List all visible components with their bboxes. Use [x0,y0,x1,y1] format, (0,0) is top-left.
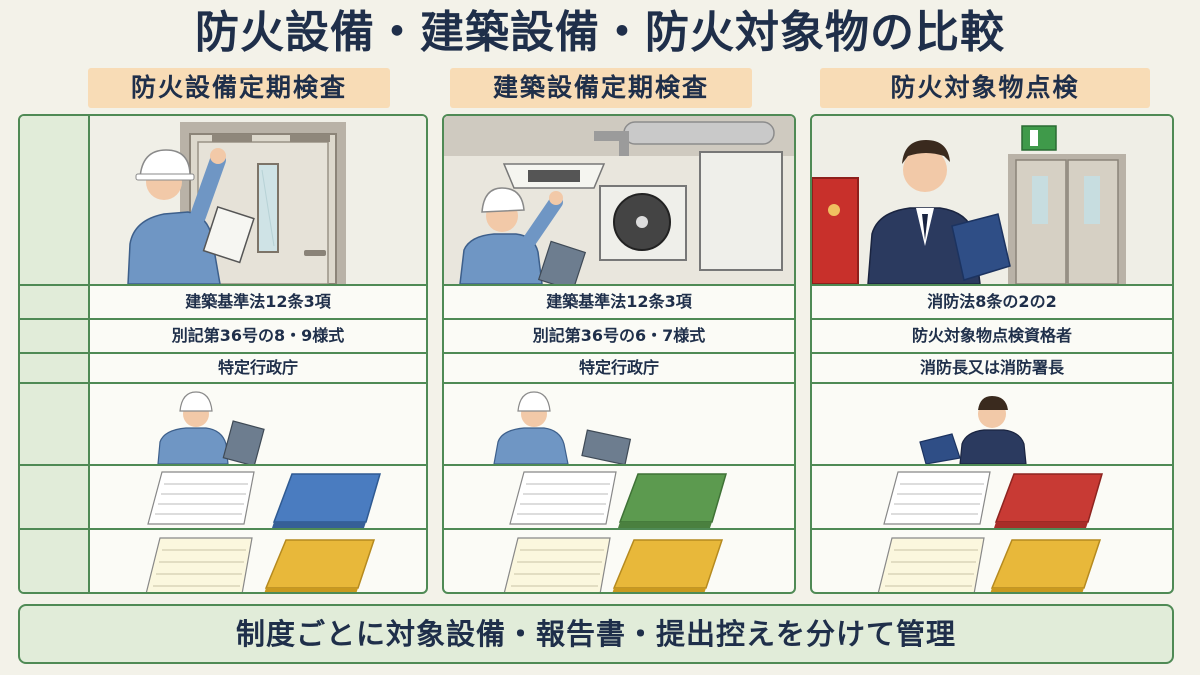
report-form-icon [147,471,255,525]
binder-icon [618,473,727,528]
scene-fire-door-inspection [90,116,426,284]
row-authority: 特定行政庁 [578,358,659,377]
column-header-building-equipment: 建築設備定期検査 [450,68,752,108]
exit-sign-icon [1021,125,1057,151]
footer-summary: 制度ごとに対象設備・報告書・提出控えを分けて管理 [18,604,1174,664]
scene-inspector-small [812,384,1172,464]
page-title: 防火設備・建築設備・防火対象物の比較 [195,7,1005,58]
scene-report-binder-1 [444,466,794,528]
binder-icon [612,539,724,592]
scene-ventilation-inspection [444,116,794,284]
inspector-helmet-icon [493,391,632,464]
report-form-icon [877,537,985,592]
row-legal-basis: 建築基準法12条3項 [185,292,331,311]
panel-fire-target: 消防法8条の2の2 防火対象物点検資格者 消防長又は消防署長 [810,114,1174,594]
scene-report-binder-2 [812,530,1172,592]
report-form-icon [503,537,611,592]
panel-fire-equipment: 建築基準法12条3項 別記第36号の8・9様式 特定行政庁 [18,114,428,594]
column-header-fire-target: 防火対象物点検 [820,68,1150,108]
inspector-helmet-icon [127,148,255,284]
scene-report-binder-1 [90,466,426,528]
scene-report-binder-2 [444,530,794,592]
row-authority: 特定行政庁 [217,358,298,377]
row-form: 別記第36号の6・7様式 [532,326,706,345]
row-form: 別記第36号の8・9様式 [171,326,345,345]
binder-icon [264,539,376,592]
scene-fire-target-inspection [812,116,1172,284]
row-legal-basis: 消防法8条の2の2 [927,292,1057,311]
binder-icon [272,473,381,528]
scene-report-binder-2 [90,530,426,592]
inspector-helmet-icon [459,187,587,284]
binder-icon [994,473,1103,528]
row-qualification: 防火対象物点検資格者 [911,326,1072,345]
inspector-helmet-icon [157,391,265,464]
panel-sidebar [20,116,90,592]
inspector-suit-icon [919,396,1027,464]
report-form-icon [145,537,253,592]
scene-inspector-small [90,384,426,464]
report-form-icon [883,471,991,525]
binder-icon [951,213,1011,281]
inspector-suit-icon [867,140,1011,284]
row-authority: 消防長又は消防署長 [919,358,1064,377]
panel-building-equipment: 建築基準法12条3項 別記第36号の6・7様式 特定行政庁 [442,114,796,594]
binder-icon [990,539,1102,592]
row-legal-basis: 建築基準法12条3項 [546,292,692,311]
report-form-icon [509,471,617,525]
column-header-fire-equipment: 防火設備定期検査 [88,68,390,108]
scene-inspector-small [444,384,794,464]
scene-report-binder-1 [812,466,1172,528]
ventilation-fan-icon [599,185,687,261]
